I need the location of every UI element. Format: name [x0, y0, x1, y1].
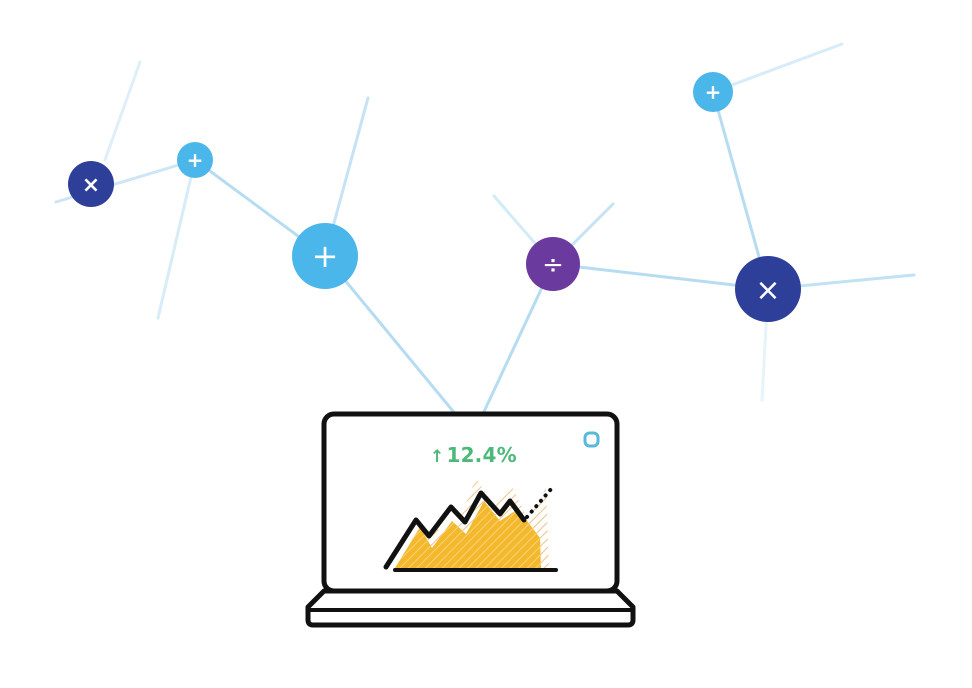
plus-node-large: +	[292, 223, 358, 289]
chart-projection-dots	[525, 486, 554, 519]
times-node-large-right: ×	[735, 256, 801, 322]
plus-icon: +	[312, 237, 339, 275]
plus-icon: +	[705, 80, 722, 104]
growth-value: 12.4%	[446, 443, 517, 467]
chart-trend-line	[383, 490, 527, 570]
rounded-square-icon	[583, 431, 600, 448]
growth-stat: ↑12.4%	[430, 443, 517, 467]
times-icon: ×	[755, 273, 780, 308]
area-chart-icon	[383, 478, 558, 572]
up-arrow-icon: ↑	[430, 447, 445, 467]
plus-icon: +	[187, 148, 204, 172]
chart-area	[395, 501, 541, 568]
plus-node-small-right: +	[693, 72, 733, 112]
divide-icon: ÷	[542, 250, 564, 280]
times-icon: ×	[82, 173, 100, 198]
divide-node: ÷	[526, 237, 580, 291]
connection-lines	[54, 42, 916, 418]
plus-node-small-left: +	[177, 142, 213, 178]
times-node-small-left: ×	[68, 161, 114, 207]
